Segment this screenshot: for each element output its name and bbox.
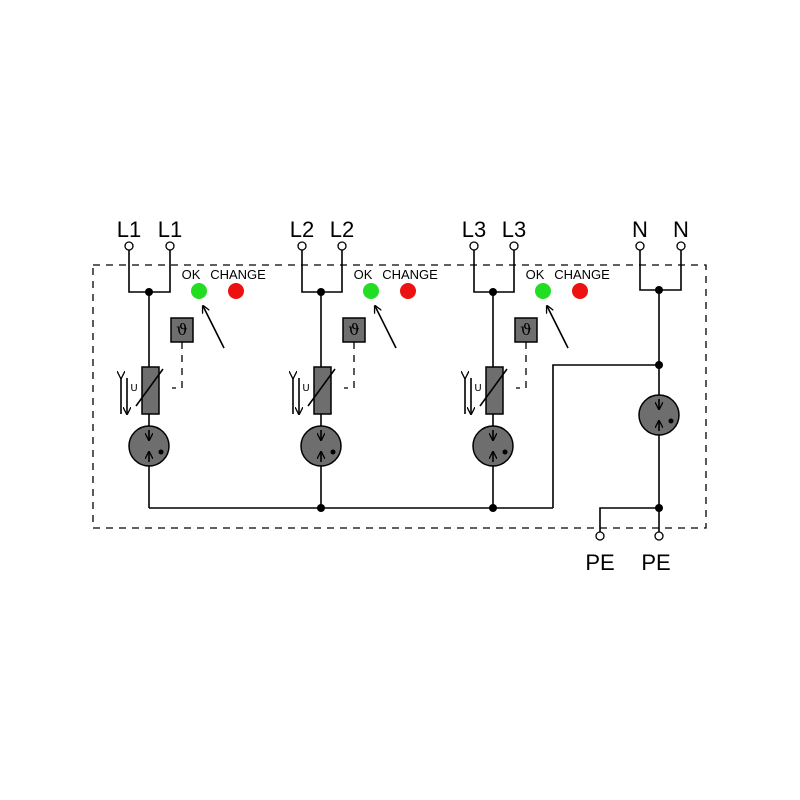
module-l1: ϑ OK CHANGE U: [121, 241, 266, 508]
device-housing-outline: [92, 264, 707, 529]
voltage-label-l2: U: [302, 383, 309, 394]
terminal-label-l3-a: L3: [462, 217, 486, 242]
terminal-pe-b: [654, 531, 664, 541]
change-indicator-l1: [228, 283, 244, 299]
terminal-label-n-a: N: [632, 217, 648, 242]
terminal-n-a: [635, 241, 645, 251]
phase-labels: L1 L1 L2 L2 L3 L3 N N: [117, 217, 689, 242]
change-indicator-l2: [400, 283, 416, 299]
terminal-l3-b: [509, 241, 519, 251]
thermal-symbol-l3: ϑ: [520, 320, 531, 339]
terminal-label-l2-a: L2: [290, 217, 314, 242]
change-label-l1: CHANGE: [210, 267, 266, 282]
thermal-symbol-l1: ϑ: [176, 320, 187, 339]
terminal-l1-b: [165, 241, 175, 251]
change-label-l3: CHANGE: [554, 267, 610, 282]
terminal-label-l1-b: L1: [158, 217, 182, 242]
terminal-label-n-b: N: [673, 217, 689, 242]
terminal-label-l3-b: L3: [502, 217, 526, 242]
varistor-l3: [485, 366, 504, 415]
ok-indicator-l2: [363, 283, 379, 299]
thermal-symbol-l2: ϑ: [348, 320, 359, 339]
ok-label-l1: OK: [182, 267, 201, 282]
varistor-l1: [141, 366, 160, 415]
module-l2: ϑ OK CHANGE U: [293, 241, 438, 508]
module-l3: ϑ OK CHANGE U: [465, 241, 610, 508]
terminal-pe-a: [595, 531, 605, 541]
ok-label-l3: OK: [526, 267, 545, 282]
terminal-label-l1-a: L1: [117, 217, 141, 242]
terminal-l1-a: [124, 241, 134, 251]
terminal-label-pe-b: PE: [641, 550, 670, 575]
common-bus: [149, 364, 659, 512]
terminal-l2-b: [337, 241, 347, 251]
terminal-n-b: [676, 241, 686, 251]
voltage-label-l3: U: [474, 383, 481, 394]
terminal-l2-a: [297, 241, 307, 251]
change-indicator-l3: [572, 283, 588, 299]
ok-indicator-l1: [191, 283, 207, 299]
terminal-label-l2-b: L2: [330, 217, 354, 242]
voltage-label-l1: U: [130, 383, 137, 394]
ok-label-l2: OK: [354, 267, 373, 282]
terminal-label-pe-a: PE: [585, 550, 614, 575]
terminal-l3-a: [469, 241, 479, 251]
ok-indicator-l3: [535, 283, 551, 299]
varistor-l2: [313, 366, 332, 415]
change-label-l2: CHANGE: [382, 267, 438, 282]
module-n: PE PE: [585, 241, 686, 575]
